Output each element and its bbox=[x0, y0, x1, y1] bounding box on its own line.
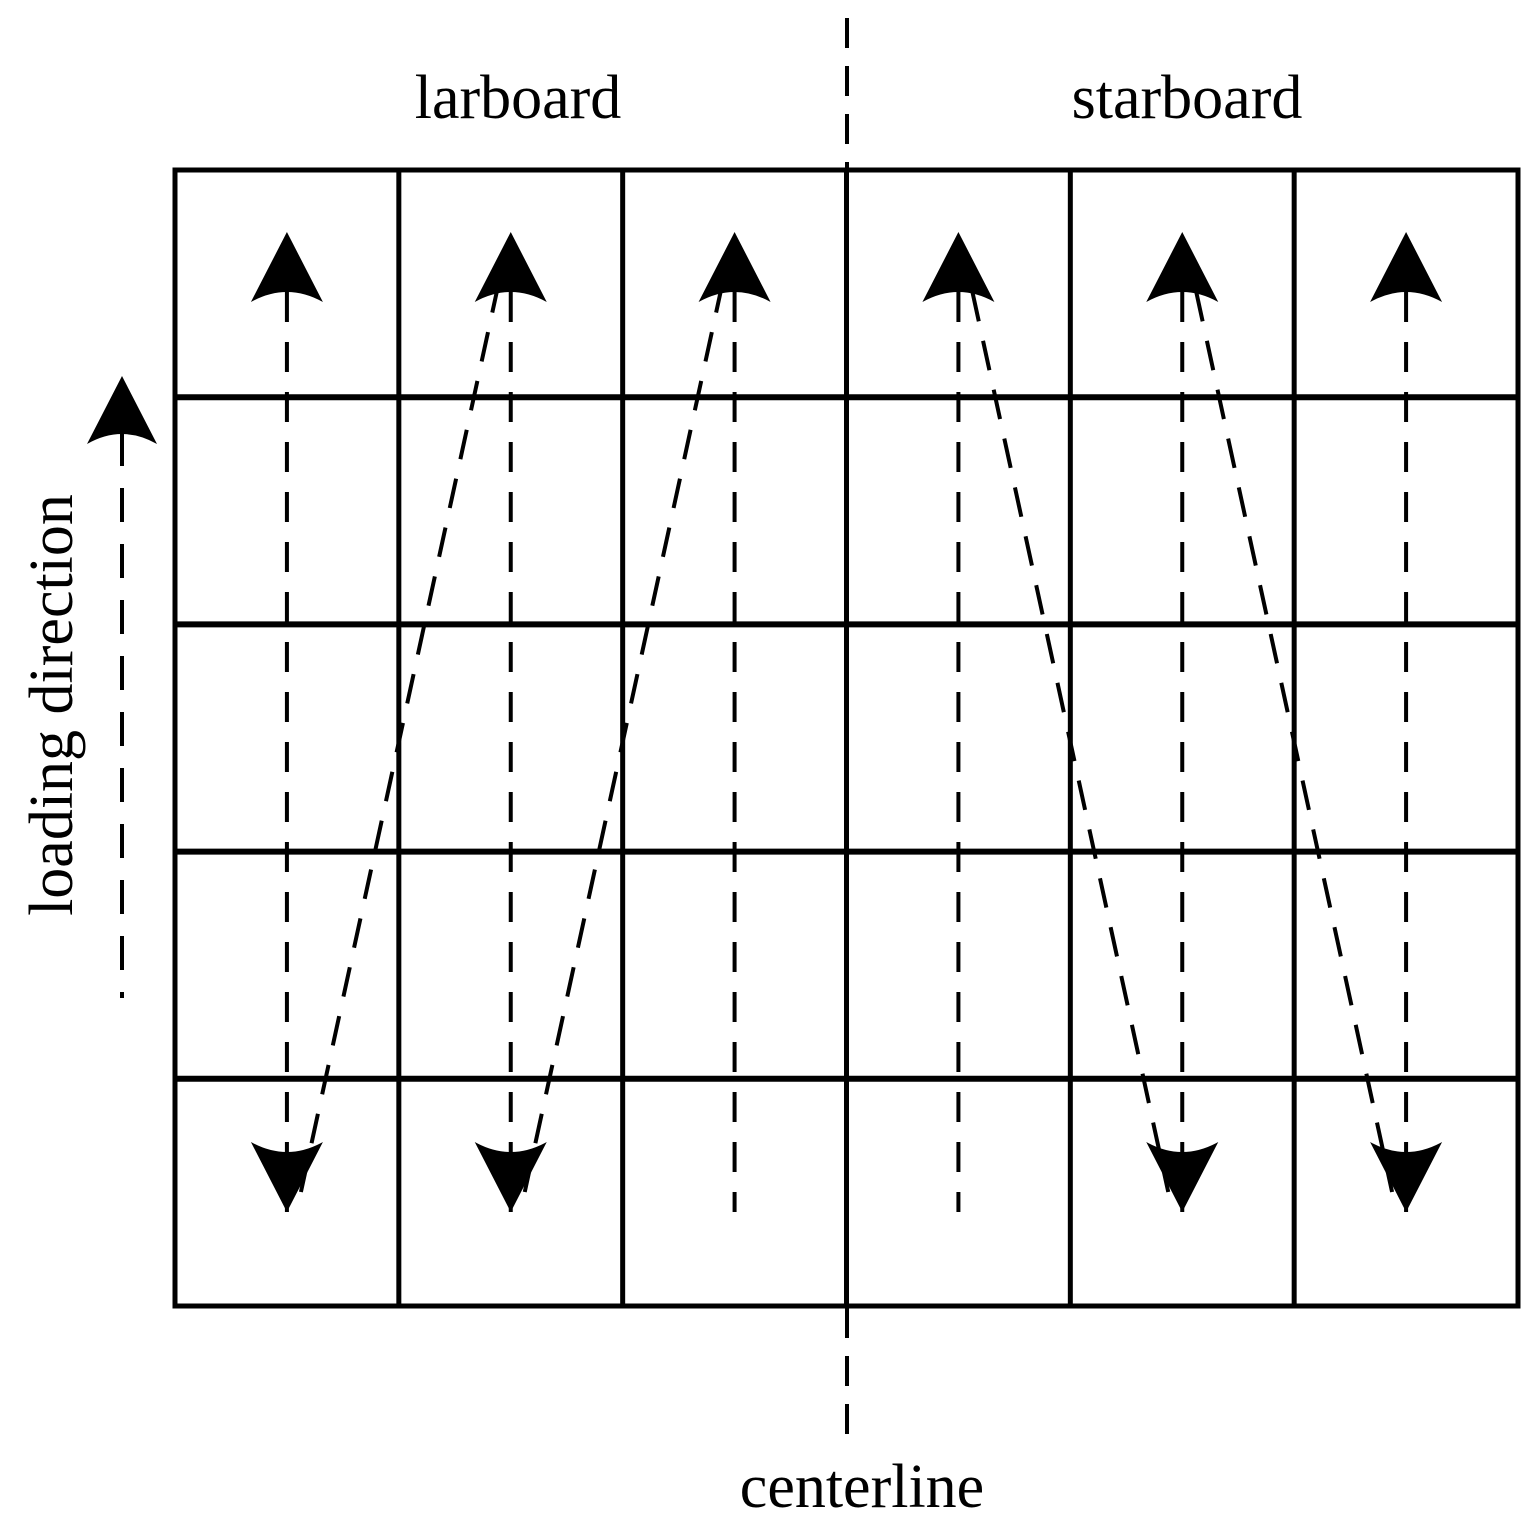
arrowhead-icon bbox=[250, 232, 323, 302]
arrowhead-icon bbox=[474, 1142, 547, 1212]
arrowhead-icon bbox=[922, 232, 995, 302]
loading-path-segment bbox=[970, 291, 1171, 1193]
loading-direction-label: loading direction bbox=[18, 494, 86, 916]
arrowhead-icon bbox=[1370, 232, 1443, 302]
arrowhead-icon bbox=[1146, 1142, 1219, 1212]
loading-path-segment bbox=[1194, 291, 1395, 1193]
hold-grid bbox=[172, 167, 1521, 1309]
starboard-label: starboard bbox=[1072, 64, 1303, 132]
larboard-label: larboard bbox=[415, 64, 622, 132]
loading-path-segment bbox=[298, 291, 499, 1193]
loading-direction-arrow bbox=[87, 376, 157, 998]
arrowhead-icon bbox=[1370, 1142, 1443, 1212]
centerline-label: centerline bbox=[740, 1453, 984, 1521]
arrowhead-icon bbox=[87, 376, 157, 444]
arrowhead-icon bbox=[250, 1142, 323, 1212]
arrowhead-icon bbox=[474, 232, 547, 302]
loading-paths bbox=[284, 291, 1409, 1212]
arrowhead-icon bbox=[698, 232, 771, 302]
arrowheads bbox=[250, 232, 1443, 1212]
arrowhead-icon bbox=[1146, 232, 1219, 302]
loading-path-segment bbox=[522, 291, 723, 1193]
